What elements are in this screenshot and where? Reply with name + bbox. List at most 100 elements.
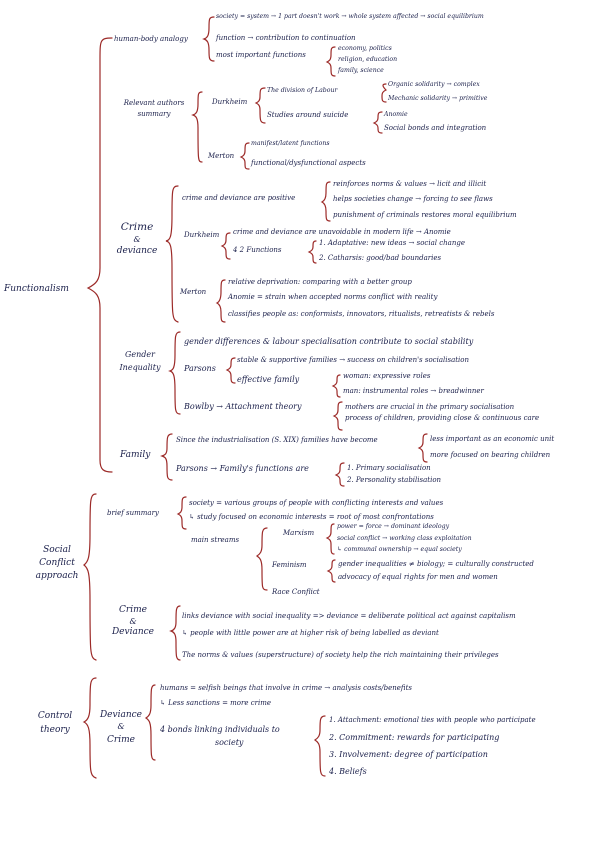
brace-functions <box>325 46 336 77</box>
gender-label-line1: Gender <box>125 350 155 359</box>
crime-function-2: 2. Catharsis: good/bad boundaries <box>319 254 442 262</box>
crime-durkheim-line2: 4 2 Functions <box>233 246 282 254</box>
brace-durkheim-crime <box>220 232 231 260</box>
function-religion: religion, education <box>338 56 398 63</box>
conflict-summary-label: brief summary <box>107 509 159 517</box>
marxism-item-1: power = force → dominant ideology <box>337 523 450 530</box>
brace-functionalism <box>86 37 113 473</box>
brace-conflict <box>83 493 97 661</box>
parsons-item-1: stable & supportive families → success o… <box>237 356 470 364</box>
human-body-item-3: most important functions <box>216 51 306 59</box>
brace-labour <box>381 83 388 103</box>
family-item-children: more focused on bearing children <box>430 451 551 459</box>
brace-marxism <box>325 523 335 555</box>
crime-function-1: 1. Adaptative: new ideas → social change <box>319 239 465 247</box>
bowlby-item-1: mothers are crucial in the primary socia… <box>345 403 515 411</box>
brace-gender <box>168 331 181 415</box>
positive-item-1: reinforces norms & values → licit and il… <box>333 180 487 188</box>
brace-conflict-crime <box>169 605 181 661</box>
brace-roles <box>331 374 341 398</box>
human-body-item-2: function → contribution to continuation <box>216 34 356 42</box>
brace-crime <box>165 185 179 323</box>
labour-mechanic: Mechanic solidarity → primitive <box>388 95 488 102</box>
family-line2: Parsons → Family's functions are <box>176 464 309 473</box>
positive-item-3: punishment of criminals restores moral e… <box>333 211 517 219</box>
conflict-crime-line2: ↳ people with little power are at higher… <box>182 629 439 637</box>
brace-merton-author <box>239 142 250 170</box>
family-item-economic: less important as an economic unit <box>430 435 555 443</box>
conflict-crime-label-line3: Deviance <box>111 627 155 637</box>
topic-social-conflict-line2: Conflict <box>39 558 75 568</box>
merton-item-2: Anomie = strain when accepted norms conf… <box>228 293 438 301</box>
control-bonds-line2: society <box>215 738 244 747</box>
brace-suicide <box>372 111 383 134</box>
brace-bonds <box>313 715 326 777</box>
conflict-crime-label-line2: & <box>129 617 137 626</box>
crime-positive-label: crime and deviance are positive <box>182 194 296 202</box>
family-label: Family <box>120 450 151 460</box>
merton-functional: functional/dysfunctional aspects <box>251 159 366 167</box>
authors-durkheim: Durkheim <box>212 98 248 106</box>
conflict-summary-line1: society = various groups of people with … <box>189 499 444 507</box>
control-line1: humans = selfish beings that involve in … <box>160 684 412 692</box>
conflict-summary-line2: ↳ study focused on economic interests = … <box>189 513 434 521</box>
control-label-line2: & <box>117 722 125 731</box>
suicide-bonds: Social bonds and integration <box>384 124 487 132</box>
bond-commitment: 2. Commitment: rewards for participating <box>329 733 500 742</box>
crime-label-line2: & <box>133 235 141 244</box>
crime-durkheim: Durkheim <box>184 231 220 239</box>
topic-social-conflict-line3: approach <box>35 571 79 581</box>
authors-label-line2: summary <box>137 110 171 118</box>
conflict-streams-label: main streams <box>191 536 240 544</box>
brace-streams <box>255 527 268 591</box>
brace-human-body <box>202 16 215 62</box>
brace-merton-crime <box>215 279 226 323</box>
conflict-crime-line3: The norms & values (superstructure) of s… <box>182 651 499 659</box>
brace-parsons <box>225 357 236 384</box>
brace-family-items <box>417 433 428 463</box>
labour-organic: Organic solidarity → complex <box>388 81 480 88</box>
brace-positive <box>320 181 331 222</box>
crime-merton: Merton <box>180 288 207 296</box>
brace-authors <box>191 91 203 163</box>
topic-control-line2: theory <box>40 725 70 735</box>
brace-summary <box>176 496 187 530</box>
family-line1: Since the industrialisation (S. XIX) fam… <box>176 436 378 444</box>
bond-beliefs: 4. Beliefs <box>329 767 367 776</box>
conflict-crime-label-line1: Crime <box>119 605 147 615</box>
stream-feminism: Feminism <box>272 561 307 569</box>
topic-control-line1: Control <box>37 711 73 721</box>
merton-item-3: classifies people as: conformists, innov… <box>228 310 495 318</box>
bond-involvement: 3. Involvement: degree of participation <box>329 750 488 759</box>
suicide-anomie: Anomie <box>384 111 408 118</box>
parsons-item-2: effective family <box>237 375 300 384</box>
control-label-line3: Crime <box>107 735 135 745</box>
control-bonds-line1: 4 bonds linking individuals to <box>160 725 280 734</box>
brace-bowlby <box>332 401 343 431</box>
brace-control-crime <box>144 684 156 761</box>
merton-item-1: relative deprivation: comparing with a b… <box>228 278 412 286</box>
brace-durkheim-author <box>254 87 266 124</box>
topic-functionalism: Functionalism <box>4 284 69 294</box>
positive-item-2: helps societies change → forcing to see … <box>333 195 493 203</box>
crime-durkheim-line1: crime and deviance are unavoidable in mo… <box>233 228 451 236</box>
conflict-crime-line1: links deviance with social inequality =>… <box>182 612 516 620</box>
crime-label-line1: Crime <box>120 221 154 233</box>
authors-merton: Merton <box>208 152 235 160</box>
role-woman: woman: expressive roles <box>343 372 431 380</box>
brace-control <box>82 677 97 779</box>
gender-parsons: Parsons <box>184 364 216 373</box>
crime-label-line3: deviance <box>116 246 158 256</box>
feminism-item-2: advocacy of equal rights for men and wom… <box>338 573 498 581</box>
control-line2: ↳ Less sanctions = more crime <box>160 699 272 707</box>
function-economy: economy, politics <box>338 45 392 52</box>
marxism-item-2: social conflict → working class exploita… <box>337 535 472 542</box>
stream-marxism: Marxism <box>283 529 315 537</box>
brace-functions-2 <box>307 240 317 264</box>
brace-feminism <box>326 559 336 583</box>
durkheim-labour: The division of Labour <box>267 87 338 94</box>
durkheim-suicide: Studies around suicide <box>267 111 349 119</box>
role-man: man: instrumental roles → breadwinner <box>343 387 484 395</box>
topic-social-conflict-line1: Social <box>43 545 71 555</box>
